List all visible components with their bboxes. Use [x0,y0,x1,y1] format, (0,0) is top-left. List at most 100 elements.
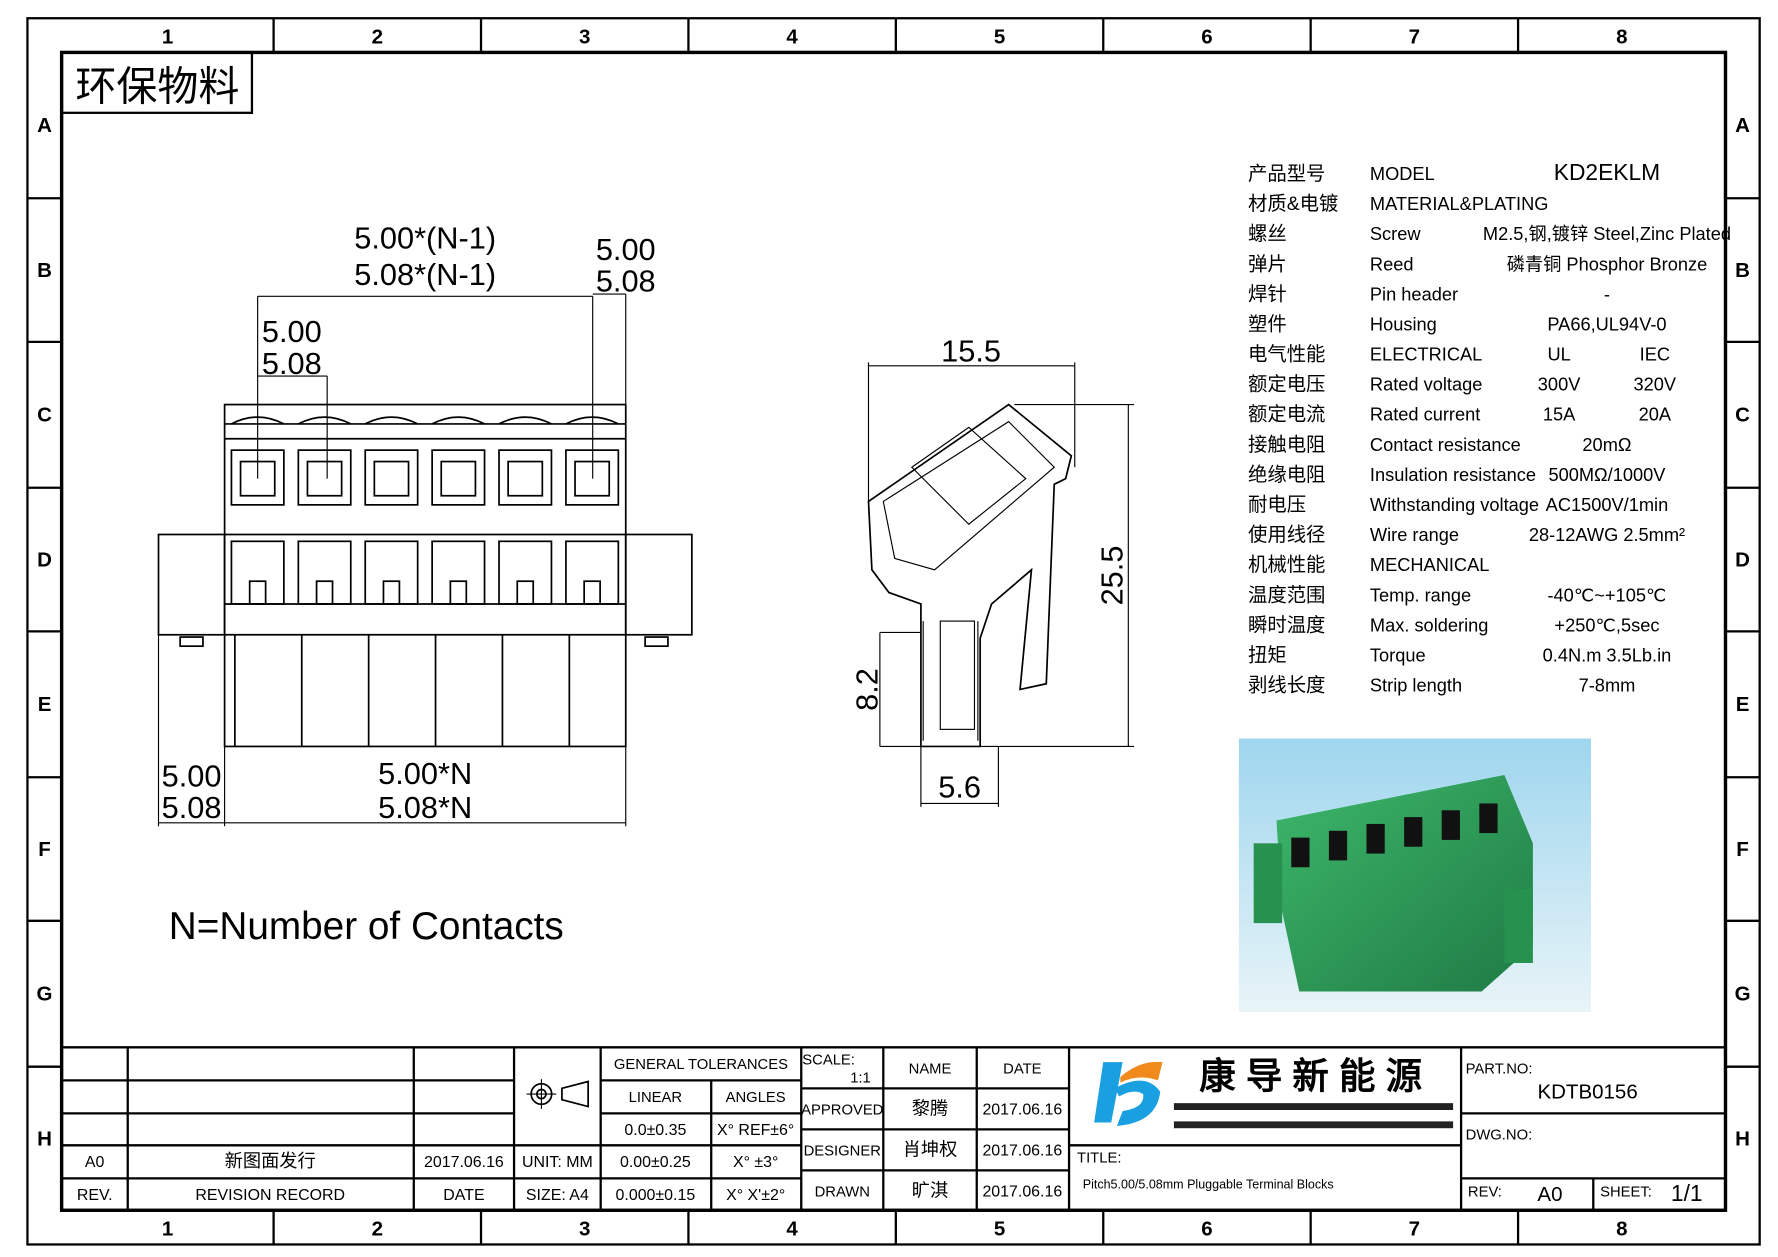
spec-label-cn: 瞬时温度 [1248,614,1325,636]
front-view [157,403,693,748]
row-marker: B [37,259,52,282]
spec-value-ul: UL [1547,344,1570,365]
spec-value: +250℃,5sec [1554,614,1659,635]
column-marker: 1 [162,1217,173,1240]
spec-value: 28-12AWG 2.5mm² [1529,524,1685,545]
spec-label-cn: 额定电流 [1248,404,1325,426]
date-label: DATE [443,1187,484,1204]
spec-label-en: Rated current [1370,404,1480,425]
sheet-value: 1/1 [1671,1180,1703,1206]
photo-wire-slot [1404,817,1423,847]
spec-label-cn: 温度范围 [1248,584,1325,606]
part-no-label: PART.NO: [1466,1062,1533,1078]
spec-value-ul: 300V [1538,374,1581,395]
column-marker: 4 [786,1217,798,1240]
spec-label-cn: 机械性能 [1248,554,1325,576]
angle-tol-3: X° X'±2° [726,1187,785,1204]
row-marker: G [1735,983,1751,1006]
spec-label-en: Insulation resistance [1370,464,1536,485]
designer-label: DESIGNER [804,1144,881,1160]
dim-right-508: 5.08 [596,264,656,299]
spec-label-en: Strip length [1370,675,1462,696]
dim-pin-width: 5.6 [938,770,981,805]
spec-label-cn: 材质&电镀 [1248,193,1338,215]
contacts-note: N=Number of Contacts [169,905,564,948]
dim-pitch-508: 5.08 [262,346,322,381]
row-marker: A [37,114,52,137]
spec-label-en: Pin header [1370,283,1458,304]
photo-wire-slot [1441,810,1460,840]
company-logo: 康 导 新 能 源 [1094,1055,1454,1129]
column-marker: 6 [1201,25,1212,48]
photo-wire-slot [1366,823,1385,854]
designer-name: 肖坤权 [903,1139,958,1160]
spec-label-en: Withstanding voltage [1370,494,1539,515]
spec-label-cn: 使用线径 [1248,524,1325,546]
spec-value-iec: 320V [1634,374,1677,395]
drawn-name: 旷淇 [912,1180,948,1201]
spec-label-cn: 弹片 [1248,253,1287,275]
rev-record: 新图面发行 [225,1150,316,1171]
rev-label: REV. [77,1187,113,1204]
spec-label-cn: 塑件 [1248,313,1287,335]
title-block [61,1046,1726,1211]
column-marker: 3 [579,1217,590,1240]
linear-tol-3: 0.000±0.15 [616,1187,696,1204]
spec-value: 20mΩ [1582,434,1631,455]
spec-value: 磷青铜 Phosphor Bronze [1507,253,1707,274]
column-marker: 3 [579,25,590,48]
spec-value-iec: IEC [1640,344,1670,365]
column-marker: 2 [372,25,383,48]
row-marker: A [1735,114,1750,137]
spec-value: - [1604,283,1610,304]
dwg-no-label: DWG.NO: [1466,1128,1533,1144]
spec-label-en: Max. soldering [1370,614,1488,635]
size: SIZE: A4 [526,1187,589,1204]
column-marker: 7 [1409,1217,1420,1240]
spec-label-cn: 接触电阻 [1248,434,1325,456]
spec-label-cn: 绝缘电阻 [1248,464,1325,486]
part-number: KDTB0156 [1537,1081,1637,1104]
spec-value: 7-8mm [1579,675,1636,696]
row-marker: E [38,693,52,716]
drawing-title: Pitch5.00/5.08mm Pluggable Terminal Bloc… [1083,1178,1334,1192]
column-marker: 1 [162,25,173,48]
dim-left-500: 5.00 [162,758,222,793]
linear-tol-2: 0.00±0.25 [620,1154,691,1171]
spec-value: KD2EKLM [1554,159,1660,185]
linear-label: LINEAR [629,1090,682,1106]
side-view [867,403,1073,748]
row-marker: D [37,548,52,571]
linear-tol-1: 0.0±0.35 [624,1122,686,1139]
dim-right-500: 5.00 [596,232,656,267]
column-marker: 5 [994,1217,1005,1240]
product-photo [1238,738,1592,1012]
revision-record-label: REVISION RECORD [195,1187,345,1204]
stamp-box [60,51,254,114]
spec-label-en: Rated voltage [1370,374,1482,395]
name-label: NAME [909,1062,952,1078]
spec-value-ul: 15A [1543,404,1576,425]
column-marker: 2 [372,1217,383,1240]
dim-pitch-n1-500: 5.00*(N-1) [354,220,496,255]
angles-label: ANGLES [726,1090,786,1106]
row-marker: D [1735,548,1750,571]
scale-label: SCALE: [802,1052,855,1068]
photo-wire-slot [1291,837,1310,868]
rev-date: 2017.06.16 [424,1154,504,1171]
approved-date: 2017.06.16 [982,1102,1062,1119]
dim-height: 25.5 [1095,546,1130,606]
spec-value: 0.4N.m 3.5Lb.in [1543,644,1672,665]
row-marker: F [1736,838,1749,861]
spec-label-cn: 耐电压 [1248,494,1306,516]
row-marker: B [1735,259,1750,282]
rev-value-2: A0 [1537,1183,1562,1206]
spec-label-cn: 额定电压 [1248,374,1325,396]
side-dimensions [867,362,1135,807]
eco-stamp: 环保物料 [75,63,239,109]
approved-label: APPROVED [801,1103,883,1119]
spec-label-en: Torque [1370,644,1426,665]
spec-label-cn: 剥线长度 [1248,675,1325,697]
